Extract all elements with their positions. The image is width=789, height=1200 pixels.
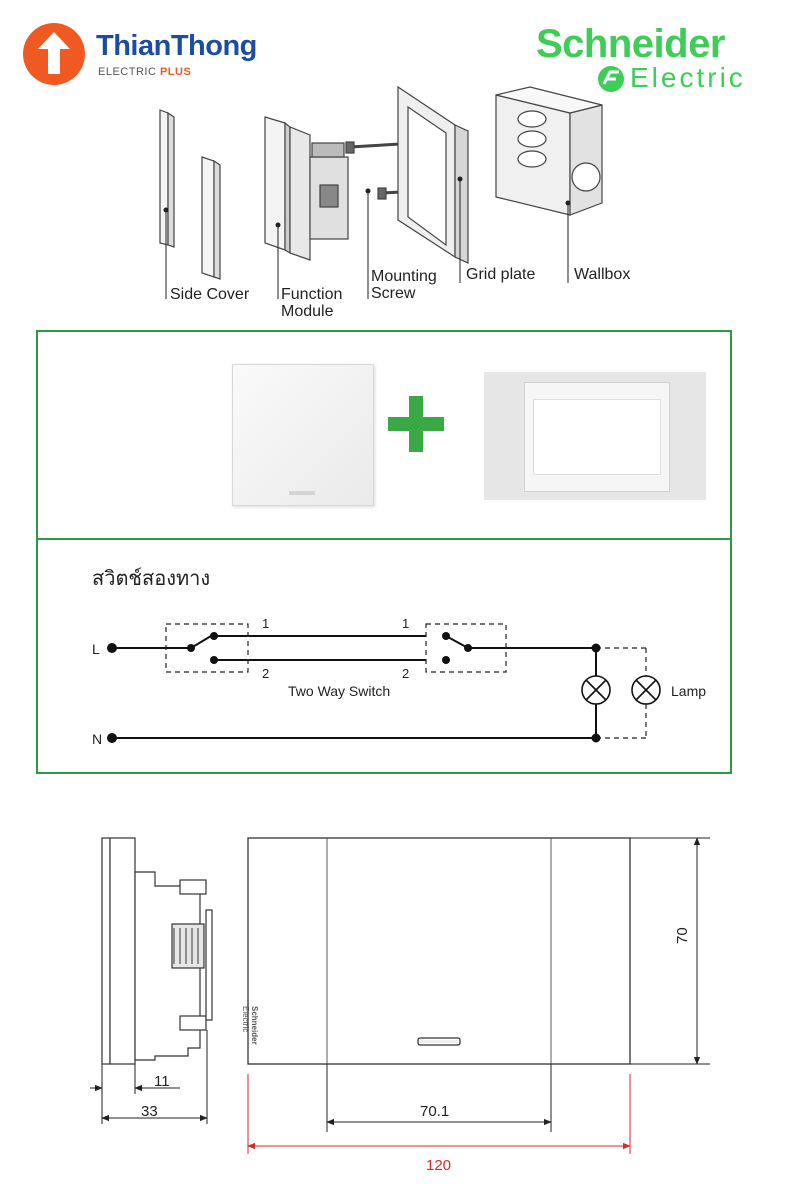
- schneider-sub: Electric: [630, 62, 746, 93]
- dim-label-70: 70: [674, 927, 691, 944]
- lamp-icon-1: [581, 675, 611, 705]
- switch-indicator-slot: [289, 491, 315, 495]
- cover-plate-image: [484, 372, 706, 500]
- schneider-name: Schneider: [536, 22, 725, 66]
- switch-caption: Two Way Switch: [288, 683, 391, 699]
- label-mounting-screw-1: Mounting: [371, 268, 437, 285]
- side-cover-part-2: [201, 156, 221, 280]
- terminal-label-1a: 1: [262, 616, 270, 631]
- label-side-cover: Side Cover: [170, 286, 250, 303]
- thianthong-logo: ThianThong ELECTRIC PLUS: [22, 22, 282, 86]
- wiring-title: สวิตช์สองทาง: [92, 566, 211, 590]
- lamp-icon-2: [631, 675, 661, 705]
- dim-label-70-1: 70.1: [420, 1103, 450, 1120]
- product-combo-box: [36, 330, 732, 540]
- wire-label-l: L: [92, 641, 100, 657]
- plate-logo: Schneider Electric: [241, 1006, 259, 1045]
- switch-module-image: [232, 364, 374, 506]
- plate-logo-line-1: Schneider: [250, 1006, 259, 1045]
- front-view: [247, 837, 631, 1065]
- thianthong-sub-electric: ELECTRIC: [98, 66, 157, 78]
- terminal-label-2b: 2: [402, 666, 410, 681]
- side-cover-part-1: [159, 109, 175, 248]
- label-wallbox: Wallbox: [574, 266, 631, 283]
- lamp-label: Lamp: [671, 683, 707, 699]
- terminal-label-1b: 1: [402, 616, 410, 631]
- thianthong-name: ThianThong: [96, 30, 257, 62]
- label-mounting-screw-2: Screw: [371, 285, 416, 302]
- label-grid-plate: Grid plate: [466, 266, 536, 283]
- exploded-assembly-drawing: [159, 85, 603, 299]
- wallbox-part: [495, 86, 603, 216]
- plus-icon: [388, 396, 444, 452]
- label-function-module-2: Module: [281, 303, 334, 320]
- grid-plate-part: [397, 85, 469, 264]
- dimension-drawing: [90, 837, 710, 1154]
- terminal-label-2a: 2: [262, 666, 270, 681]
- side-view: [101, 837, 213, 1065]
- schneider-logo: Schneider Electric: [536, 22, 776, 94]
- schneider-mark-icon: [598, 66, 624, 92]
- two-way-switch-circuit: [107, 623, 661, 743]
- thianthong-sub-plus: PLUS: [159, 66, 192, 78]
- wire-label-n: N: [92, 731, 103, 747]
- dim-label-120: 120: [426, 1157, 452, 1174]
- plate-logo-line-2: Electric: [241, 1006, 250, 1033]
- function-module-part: [264, 116, 349, 261]
- wiring-diagram-box: สวิตช์สองทาง: [36, 538, 732, 774]
- dim-label-11: 11: [154, 1073, 170, 1090]
- upload-arrow-icon: [23, 23, 85, 85]
- label-function-module-1: Function: [281, 286, 343, 303]
- dim-label-33: 33: [141, 1103, 158, 1120]
